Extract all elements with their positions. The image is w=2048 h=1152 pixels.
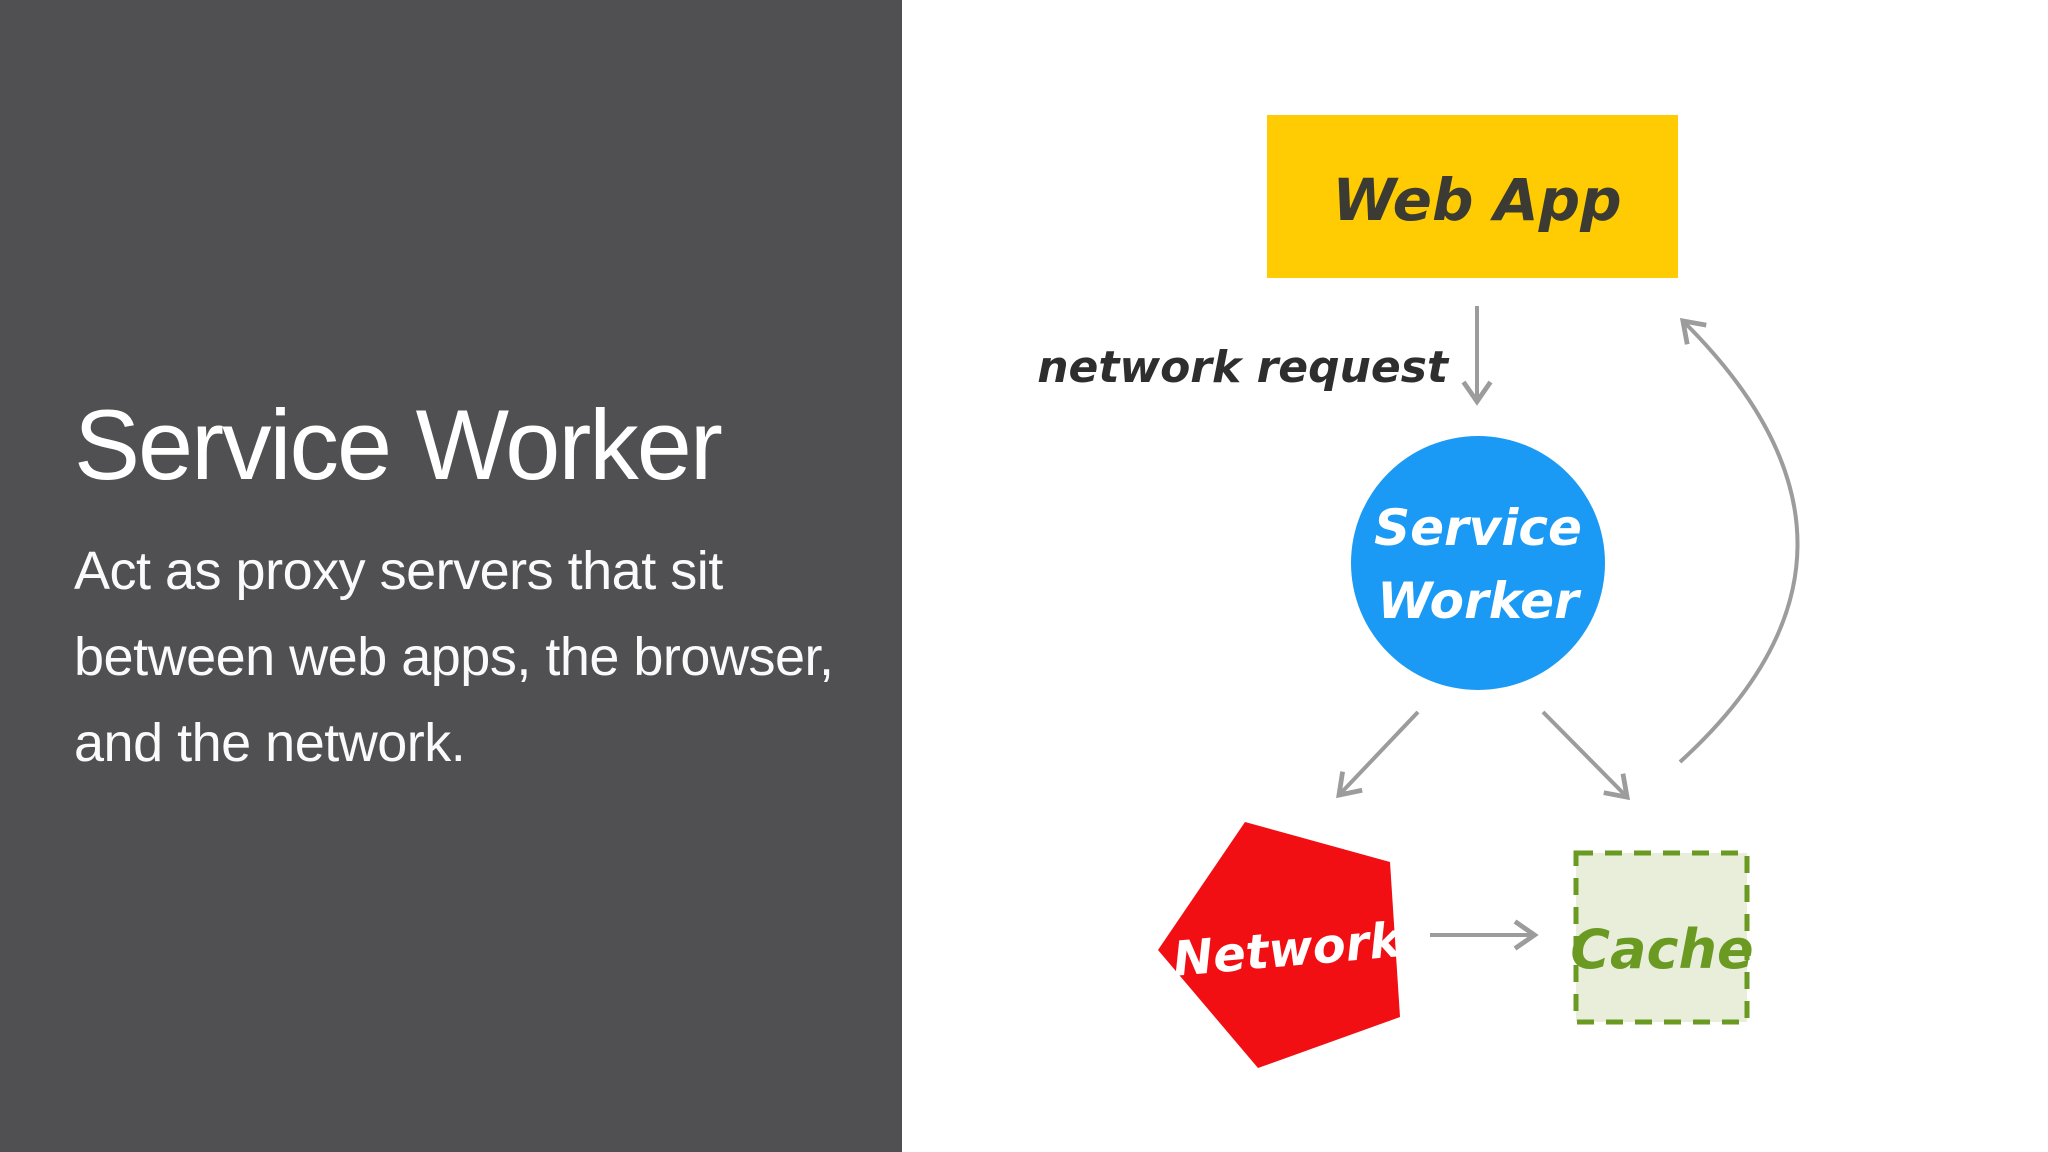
- slide-description-line: between web apps, the browser,: [74, 627, 834, 687]
- slide-description-line: Act as proxy servers that sit: [74, 541, 723, 601]
- service-worker-circle: [1351, 436, 1605, 690]
- edge-serviceworker-to-network: [1336, 710, 1420, 799]
- cache-box: [1573, 850, 1750, 1025]
- slide-description-line: and the network.: [74, 713, 466, 773]
- service-worker-label-line1: Service: [1374, 499, 1582, 557]
- slide-description: Act as proxy servers that sit between we…: [74, 528, 834, 786]
- service-worker-label-line2: Worker: [1377, 572, 1582, 630]
- edge-cache-to-webapp: [1678, 317, 1800, 764]
- network-pentagon: [1158, 822, 1400, 1068]
- cache-label: Cache: [1570, 918, 1753, 981]
- web-app-label: Web App: [1332, 166, 1621, 234]
- page-title: Service Worker: [74, 389, 723, 500]
- network-request-label: network request: [1037, 342, 1450, 393]
- left-text-panel: Service Worker Act as proxy servers that…: [0, 0, 902, 1152]
- web-app-box: [1267, 115, 1678, 278]
- edge-serviceworker-to-cache: [1541, 710, 1631, 801]
